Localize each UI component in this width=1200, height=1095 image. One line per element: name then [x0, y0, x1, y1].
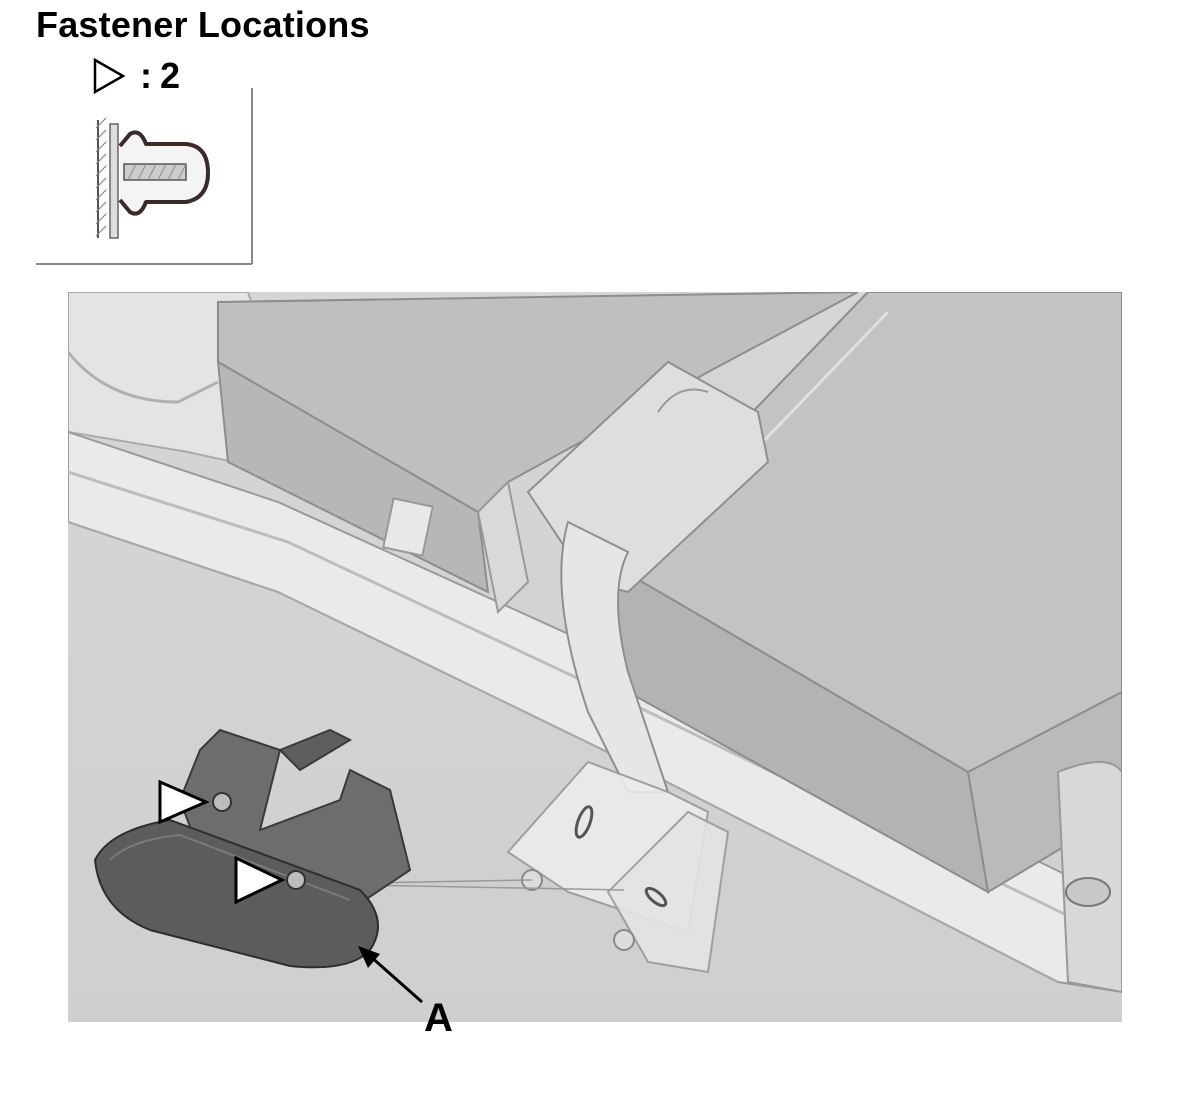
open-triangle-icon: [93, 57, 126, 95]
fastener-marker-1: [158, 779, 210, 825]
clip-profile: [118, 130, 210, 216]
fastener-marker-2: [234, 855, 286, 905]
panel-hatching: [95, 117, 119, 239]
page-title: Fastener Locations: [36, 4, 370, 45]
cover-part-a: [93, 728, 412, 969]
center-bracket: [526, 360, 770, 793]
clip-location-1: [212, 792, 232, 812]
right-module: [606, 292, 1122, 894]
upper-tray: [216, 292, 859, 615]
callout-arrow: [358, 946, 423, 1004]
right-end-cap: [1056, 761, 1122, 994]
legend-separator: :: [140, 55, 152, 96]
legend-count: 2: [160, 55, 181, 96]
lower-hinge-brackets: [506, 760, 730, 974]
clip-detail-inset: [36, 88, 253, 265]
clip-location-2: [286, 870, 306, 890]
callout-label-a: A: [424, 996, 453, 1040]
component-illustration: [68, 292, 1122, 1022]
fastener-legend: : 2: [92, 54, 180, 98]
